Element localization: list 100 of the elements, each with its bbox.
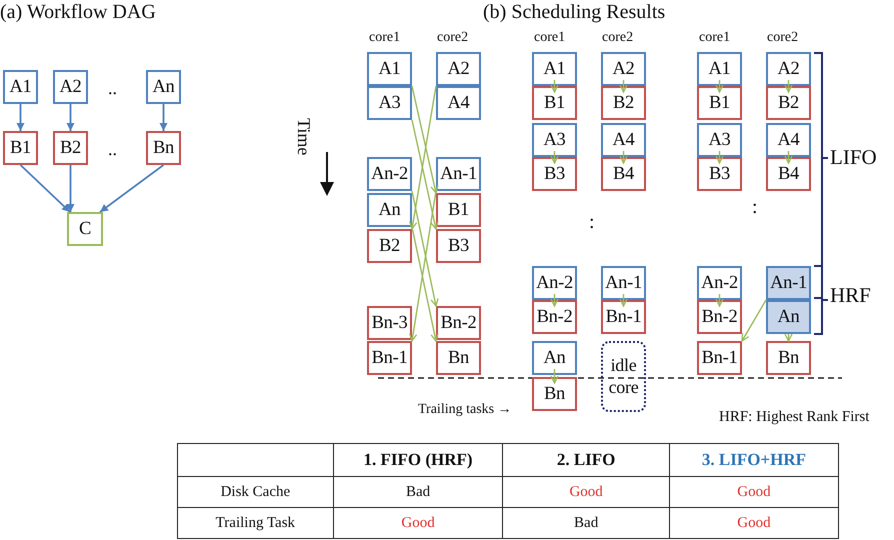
task-box: A4 xyxy=(766,123,811,157)
column-label: core1 xyxy=(534,30,566,47)
highlighted-task-box: An-1 xyxy=(766,266,811,300)
arrow xyxy=(66,104,74,131)
highlighted-task-box: An xyxy=(766,300,811,334)
arrow xyxy=(409,86,437,230)
task-box: Bn xyxy=(532,377,577,411)
task-box: B3 xyxy=(532,157,577,191)
arrow xyxy=(409,190,437,342)
idle-core-box: idle core xyxy=(601,341,646,412)
task-box: A2 xyxy=(436,52,481,86)
arrow xyxy=(784,151,793,164)
task-box: B3 xyxy=(697,157,742,191)
task-box: A4 xyxy=(601,123,646,157)
task-box: A1 xyxy=(532,52,577,86)
axis-label: Time xyxy=(293,118,314,156)
task-box: B4 xyxy=(766,157,811,191)
arrow xyxy=(784,333,793,342)
column-label: core1 xyxy=(699,30,730,47)
arrow xyxy=(715,151,724,164)
arrow xyxy=(550,80,559,93)
task-box: An xyxy=(367,193,412,227)
task-box: Bn-3 xyxy=(367,306,412,340)
task-box: An-2 xyxy=(532,266,577,300)
task-box: C xyxy=(67,212,103,246)
task-box: An-1 xyxy=(436,157,481,191)
arrow xyxy=(715,294,724,307)
task-box: Bn-1 xyxy=(367,341,412,375)
arrow xyxy=(715,80,724,93)
task-box: B2 xyxy=(367,229,412,263)
panel-title: (b) Scheduling Results xyxy=(483,0,666,24)
task-box: Bn-1 xyxy=(601,300,646,334)
task-box: B1 xyxy=(436,193,481,227)
table-cell: Good xyxy=(669,476,838,508)
table-cell: Good xyxy=(502,476,670,508)
column-label: core2 xyxy=(437,30,468,47)
task-box: An-1 xyxy=(601,266,646,300)
bracket-label: HRF xyxy=(830,283,871,308)
ellipsis: .. xyxy=(108,78,117,100)
task-box: Bn-2 xyxy=(532,300,577,334)
task-box: A3 xyxy=(532,123,577,157)
column-header: 1. FIFO (HRF) xyxy=(333,444,503,476)
ellipsis: : xyxy=(589,210,595,234)
task-box: B1 xyxy=(532,86,577,120)
task-box: A1 xyxy=(3,70,38,104)
arrow xyxy=(619,151,628,164)
table-cell: Bad xyxy=(333,476,503,508)
ellipsis: .. xyxy=(108,139,117,161)
annotation-text: Trailing tasks → xyxy=(418,402,512,419)
task-box: Bn-2 xyxy=(697,300,742,334)
arrow xyxy=(550,294,559,307)
arrow xyxy=(16,104,24,131)
table-cell: Bad xyxy=(502,508,670,538)
task-box: B2 xyxy=(601,86,646,120)
arrow xyxy=(160,104,168,131)
task-box: A2 xyxy=(601,52,646,86)
arrow xyxy=(20,164,71,213)
note-text: HRF: Highest Rank First xyxy=(719,408,870,426)
task-box: A1 xyxy=(697,52,742,86)
panel-title: (a) Workflow DAG xyxy=(0,0,156,24)
task-box: An-2 xyxy=(697,266,742,300)
task-box: Bn xyxy=(146,131,181,165)
task-box: Bn xyxy=(436,341,481,375)
task-box: An-2 xyxy=(367,157,412,191)
task-box: An xyxy=(532,341,577,375)
ellipsis: : xyxy=(752,195,758,219)
task-box: B3 xyxy=(436,229,481,263)
column-label: core2 xyxy=(602,30,634,47)
bracket-label: LIFO xyxy=(830,145,877,170)
task-box: B2 xyxy=(53,131,88,165)
task-box: Bn xyxy=(766,341,811,375)
task-box: Bn-1 xyxy=(697,341,742,375)
arrow xyxy=(411,190,439,307)
column-label: core1 xyxy=(369,30,400,47)
task-box: B1 xyxy=(697,86,742,120)
arrow xyxy=(741,300,767,342)
task-box: B2 xyxy=(766,86,811,120)
arrow xyxy=(411,120,439,230)
column-header: 3. LIFO+HRF xyxy=(669,444,838,476)
task-box: A2 xyxy=(53,70,88,104)
task-box: A3 xyxy=(367,86,412,120)
column-header: 2. LIFO xyxy=(502,444,670,476)
task-box: A2 xyxy=(766,52,811,86)
task-box: A3 xyxy=(697,123,742,157)
arrow xyxy=(411,86,439,194)
arrow xyxy=(411,226,439,342)
arrow xyxy=(550,369,559,384)
row-header: Disk Cache xyxy=(178,476,334,508)
task-box: B1 xyxy=(3,131,38,165)
task-box: Bn-2 xyxy=(436,306,481,340)
arrow xyxy=(550,151,559,164)
arrow xyxy=(784,80,793,93)
arrow xyxy=(619,294,628,307)
arrow xyxy=(619,80,628,93)
task-box: A4 xyxy=(436,86,481,120)
arrow xyxy=(66,165,74,212)
arrow xyxy=(99,164,164,213)
table-cell: Good xyxy=(333,508,503,538)
row-header: Trailing Task xyxy=(178,508,334,538)
task-box: B4 xyxy=(601,157,646,191)
